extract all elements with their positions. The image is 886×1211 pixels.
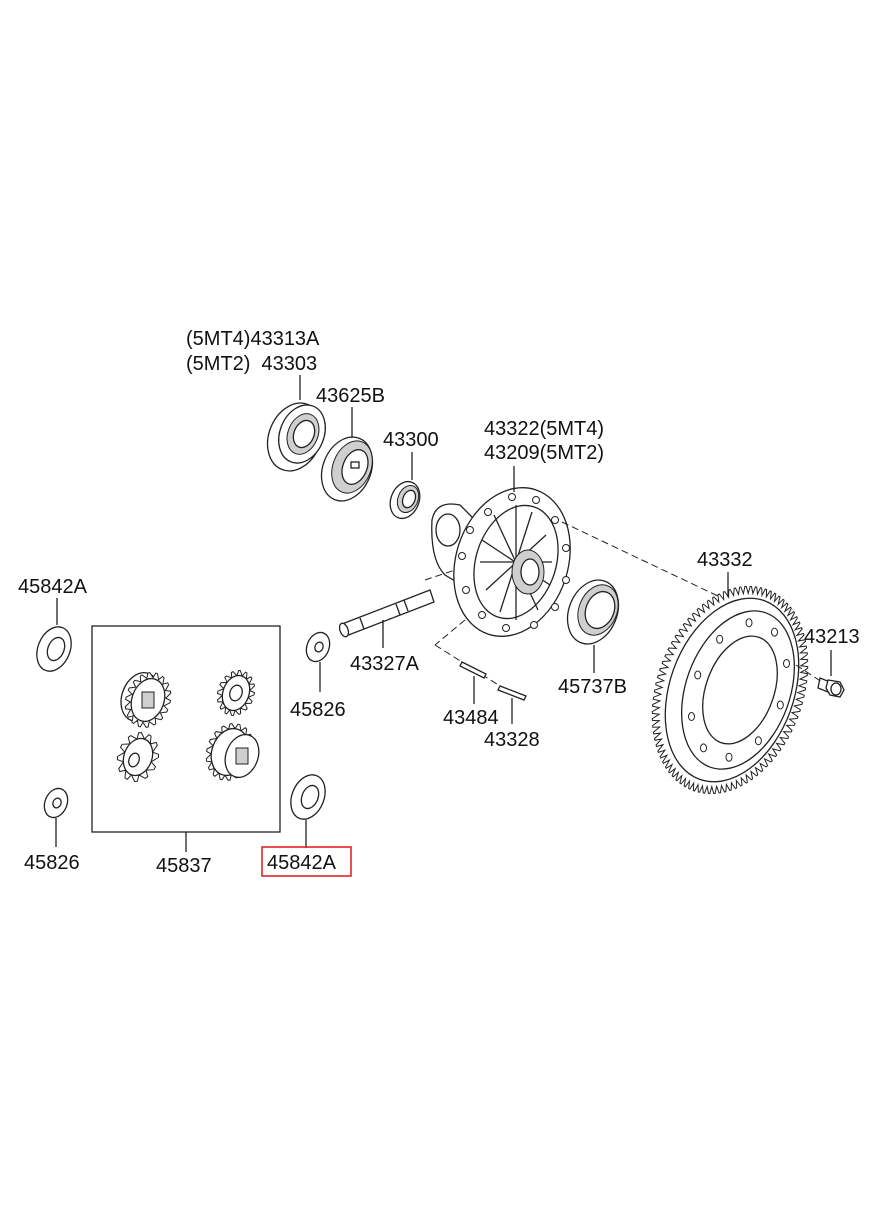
pinion-gear-top-right[interactable]	[216, 669, 256, 717]
bolt-hole	[771, 627, 778, 637]
label-case-b[interactable]: 43209(5MT2)	[484, 442, 604, 464]
bolt-hole	[745, 618, 753, 628]
label-gear-kit[interactable]: 45837	[156, 855, 212, 877]
seal-45737b-part[interactable]	[558, 572, 627, 651]
bolt-hole	[754, 736, 762, 746]
washer-45842a-left-part[interactable]	[31, 622, 78, 677]
ring-gear-bolt-holes	[688, 618, 790, 762]
pin-43484-part[interactable]	[459, 661, 487, 679]
bolt-hole	[700, 743, 707, 753]
label-pin-43484[interactable]: 43484	[443, 707, 499, 729]
highlight-box	[261, 846, 352, 877]
bolt-hole	[694, 670, 702, 680]
gear-kit-box[interactable]	[91, 625, 281, 833]
side-gear-bottom-right[interactable]	[205, 723, 265, 782]
bolt-hole	[776, 700, 784, 710]
label-washer-left-top[interactable]: 45842A	[18, 576, 88, 598]
alignment-dash	[795, 664, 823, 683]
bearing-43313a-part[interactable]	[258, 395, 334, 479]
alignment-dash	[424, 569, 456, 581]
label-bearing-b[interactable]: (5MT2) 43303	[186, 353, 317, 375]
bolt-hole	[783, 659, 790, 668]
label-shaft[interactable]: 43327A	[350, 653, 420, 675]
bolt-hole	[725, 752, 733, 762]
label-bearing-a[interactable]: (5MT4)43313A	[186, 328, 320, 350]
label-gear-43625b[interactable]: 43625B	[316, 385, 385, 407]
side-gear-top-left[interactable]	[115, 667, 172, 728]
washer-45826-right-part[interactable]	[302, 629, 334, 665]
label-seal-45737b[interactable]: 45737B	[558, 676, 627, 698]
label-seal-43300[interactable]: 43300	[383, 429, 439, 451]
gear-43625b-part[interactable]	[312, 429, 381, 508]
label-case-a[interactable]: 43322(5MT4)	[484, 418, 604, 440]
bolt-hole	[688, 712, 695, 721]
label-washer-mid-right[interactable]: 45826	[290, 699, 346, 721]
seal-43300-part[interactable]	[385, 477, 425, 523]
label-washer-highlight[interactable]: 45842A	[267, 852, 337, 874]
label-ring-gear[interactable]: 43332	[697, 549, 753, 571]
pin-43328-part[interactable]	[497, 685, 527, 701]
label-pin-43328[interactable]: 43328	[484, 729, 540, 751]
bolt-hole	[716, 634, 724, 644]
label-bolt[interactable]: 43213	[804, 626, 860, 648]
label-washer-left-bottom[interactable]: 45826	[24, 852, 80, 874]
alignment-dash	[434, 619, 466, 646]
pinion-gear-bottom-left[interactable]	[116, 731, 160, 783]
washer-45842a-right-part[interactable]	[285, 770, 332, 825]
washer-45826-left-part[interactable]	[40, 785, 72, 821]
differential-case-part[interactable]	[431, 472, 589, 651]
ring-gear-43332-part[interactable]	[641, 580, 823, 801]
alignment-dash	[561, 521, 721, 598]
shaft-43327a-part[interactable]	[338, 589, 435, 638]
bolt-43213-part[interactable]	[817, 677, 845, 698]
